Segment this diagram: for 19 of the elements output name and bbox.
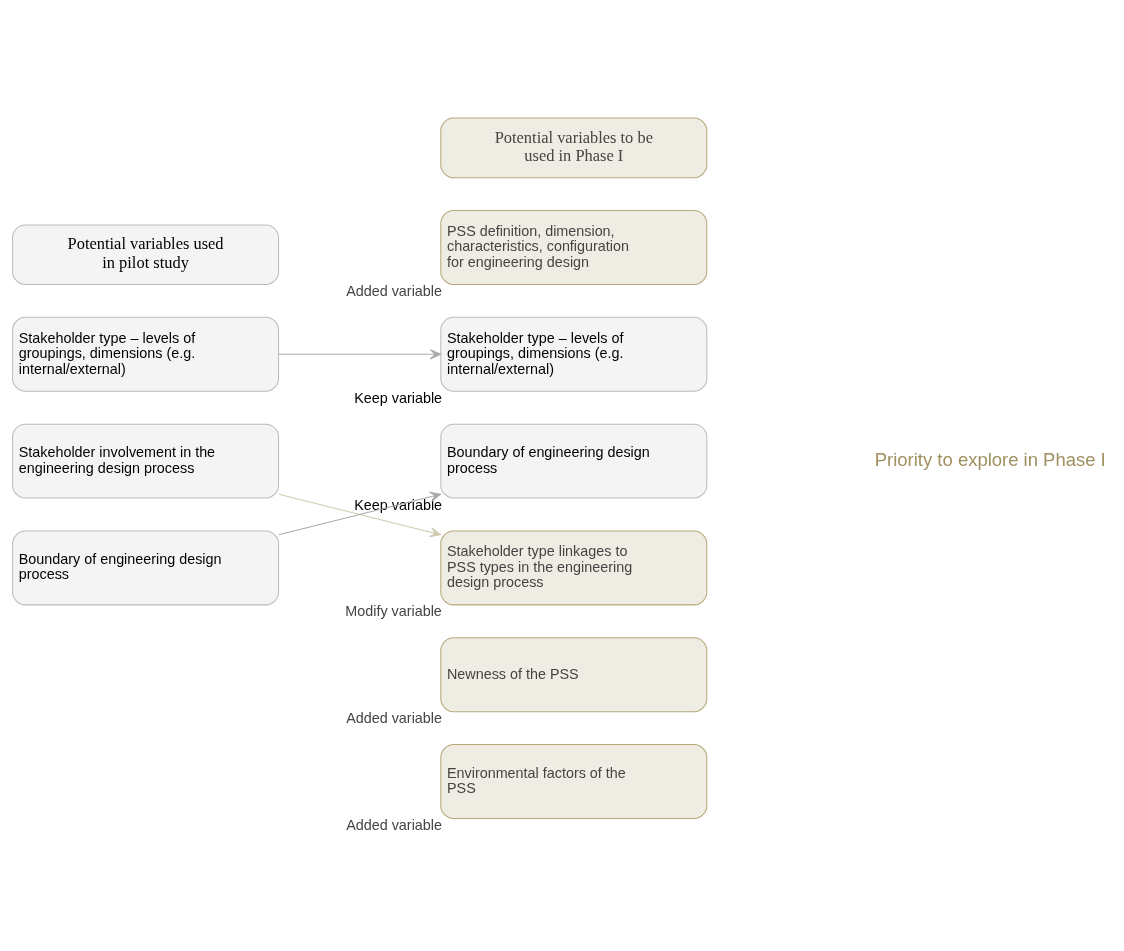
node-label: Keep variable	[354, 496, 443, 513]
node-label: Added variable	[346, 282, 442, 299]
node-box: Newness of the PSS	[440, 636, 708, 712]
node-box: Stakeholder involvement in the engineering design process	[12, 423, 280, 499]
node-box: Potential variables used in pilot study	[12, 223, 280, 285]
node-label: Added variable	[346, 709, 442, 726]
label: Priority to explore in Phase I	[874, 448, 1106, 470]
node-box: Stakeholder type – levels of groupings, dimensions (e.g. internal/external)	[12, 316, 280, 392]
node-box: Boundary of engineering design process	[440, 423, 708, 499]
node-box: Stakeholder type – levels of groupings, dimensions (e.g. internal/external)	[440, 316, 708, 392]
node-box: Environmental factors of the PSS	[440, 743, 708, 819]
arrow	[278, 348, 442, 359]
node-label: Added variable	[346, 816, 442, 833]
node-box: Stakeholder type linkages to PSS types in the engineering design process	[440, 529, 708, 605]
node-box: Potential variables to be used in Phase I	[440, 117, 708, 178]
node-label: Keep variable	[354, 389, 443, 406]
node-label: Modify variable	[345, 602, 442, 619]
node-box: Boundary of engineering design process	[12, 529, 280, 605]
node-box: PSS definition, dimension, characteristics, configuration for engineering design	[440, 209, 708, 285]
